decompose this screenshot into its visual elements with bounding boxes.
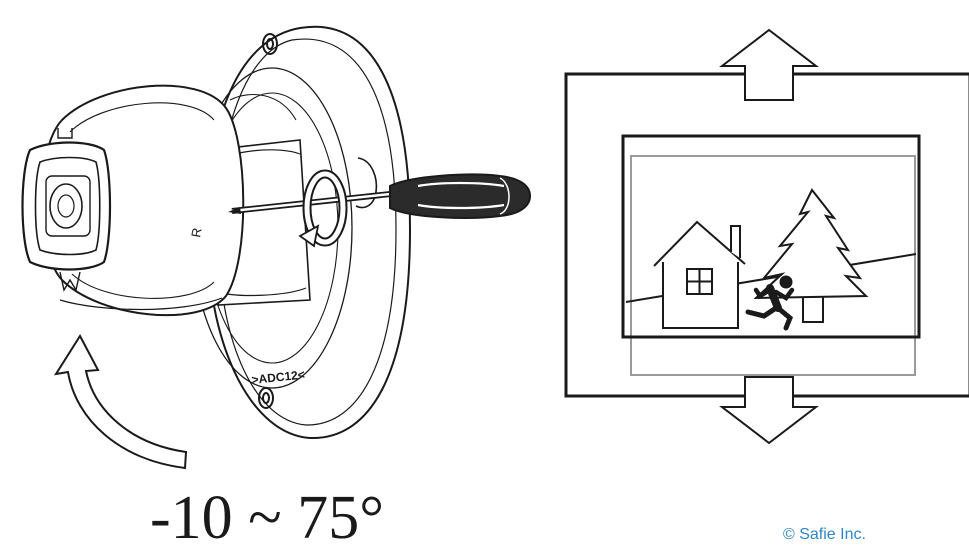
outer-frame <box>564 72 969 398</box>
tilt-angle-range: -10 ~ 75° <box>150 484 384 547</box>
curved-arrow-icon <box>53 334 188 470</box>
screw-hole-top <box>262 33 278 55</box>
running-person-icon <box>745 275 795 331</box>
arrow-down-icon <box>719 376 819 445</box>
arrow-up-icon <box>719 28 819 101</box>
house <box>653 220 746 329</box>
lens <box>49 183 83 229</box>
view-frame-diagram <box>564 28 969 445</box>
rotate-arrow-icon <box>298 169 348 248</box>
screwdriver-icon <box>228 173 532 219</box>
current-view-frame <box>621 134 921 339</box>
shifted-view-frame <box>630 155 916 376</box>
tree <box>753 188 869 323</box>
copyright-notice: © Safie Inc. <box>783 526 866 543</box>
model-label: >ADC12< <box>251 367 306 387</box>
dome-camera <box>21 25 412 440</box>
tilt-scale-letter: R <box>188 227 204 239</box>
lens-housing <box>21 141 112 271</box>
